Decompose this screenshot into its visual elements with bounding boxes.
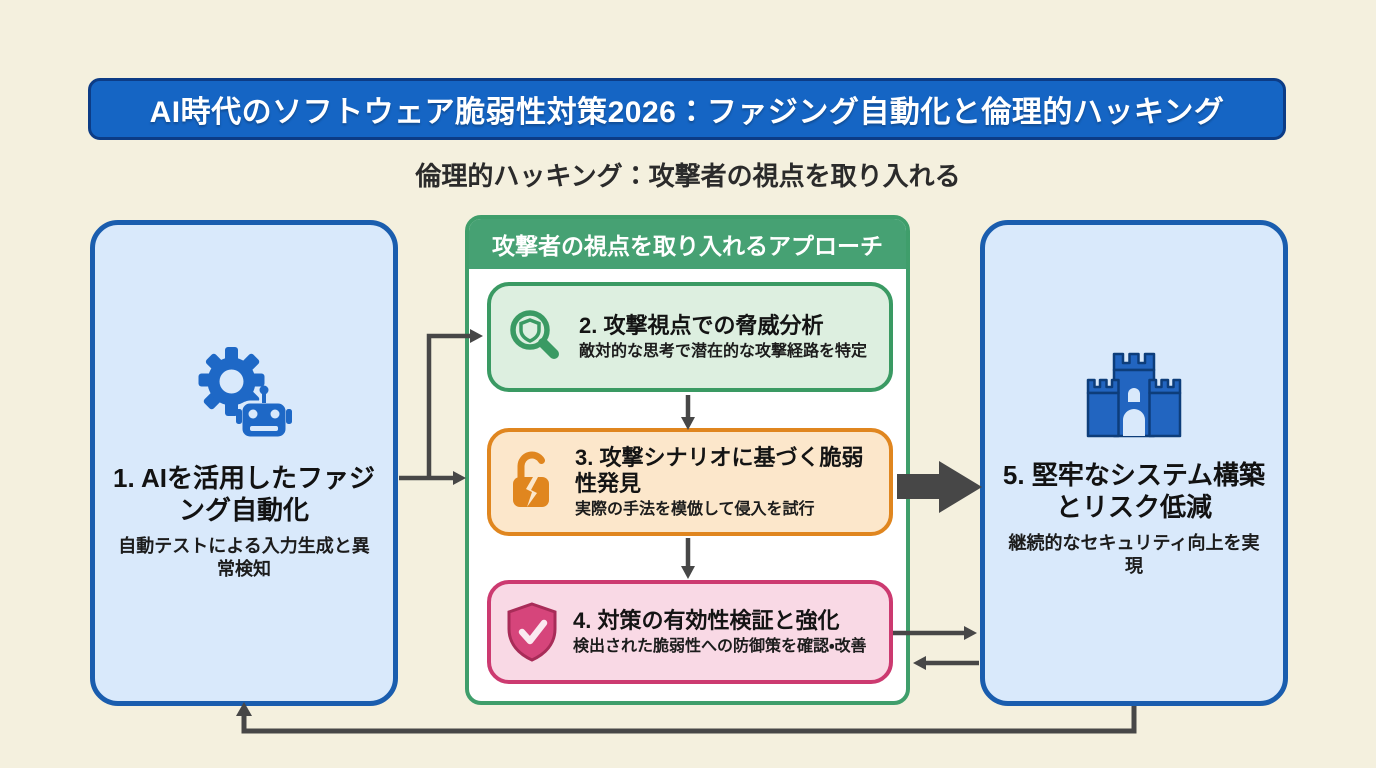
step5-title: 5. 堅牢なシステム構築とリスク低減 — [1002, 459, 1266, 523]
step3-title: 3. 攻撃シナリオに基づく脆弱性発見 — [575, 444, 864, 496]
castle-icon — [1084, 348, 1184, 445]
shield-check-icon — [503, 601, 561, 663]
step3-box: 3. 攻撃シナリオに基づく脆弱性発見 実際の手法を模倣して侵入を試行 — [487, 428, 893, 536]
step5-description: 継続的なセキュリティ向上を実現 — [1008, 532, 1260, 576]
page-title: AI時代のソフトウェア脆弱性対策2026：ファジング自動化と倫理的ハッキング — [149, 96, 1225, 129]
arrow-feedback-loop — [241, 706, 1137, 734]
approach-panel-title: 攻撃者の視点を取り入れるアプローチ — [492, 233, 883, 259]
step2-description: 敵対的な思考で潜在的な攻撃経路を特定 — [579, 343, 868, 361]
arrowhead-step4-to-right — [964, 626, 977, 640]
page-subtitle: 倫理的ハッキング：攻撃者の視点を取り入れる — [415, 161, 961, 191]
step4-box: 4. 対策の有効性検証と強化 検出された脆弱性への防御策を確認・改善 — [487, 580, 893, 684]
approach-panel-header: 攻撃者の視点を取り入れるアプローチ — [469, 219, 906, 269]
step4-description: 検出された脆弱性への防御策を確認・改善 — [573, 638, 867, 656]
arrowhead-right-to-step4 — [913, 656, 926, 670]
step2-box: 2. 攻撃視点での脅威分析 敵対的な思考で潜在的な攻撃経路を特定 — [487, 282, 893, 392]
step1-title: 1. AIを活用したファジング自動化 — [113, 462, 375, 526]
gear-robot-icon — [192, 345, 296, 448]
step1-description: 自動テストによる入力生成と異常検知 — [118, 535, 370, 579]
step4-title: 4. 対策の有効性検証と強化 — [573, 607, 840, 633]
step5-box: 5. 堅牢なシステム構築とリスク低減 継続的なセキュリティ向上を実現 — [980, 220, 1288, 706]
step2-title: 2. 攻撃視点での脅威分析 — [579, 312, 824, 338]
step3-description: 実際の手法を模倣して侵入を試行 — [575, 501, 815, 519]
broken-lock-icon — [503, 451, 563, 513]
magnifier-shield-icon — [503, 305, 567, 369]
approach-panel: 攻撃者の視点を取り入れるアプローチ 2. 攻撃視点での脅威分析 敵対的な思考で潜… — [465, 215, 910, 705]
step1-box: 1. AIを活用したファジング自動化 自動テストによる入力生成と異常検知 — [90, 220, 398, 706]
title-banner: AI時代のソフトウェア脆弱性対策2026：ファジング自動化と倫理的ハッキング — [88, 78, 1286, 140]
